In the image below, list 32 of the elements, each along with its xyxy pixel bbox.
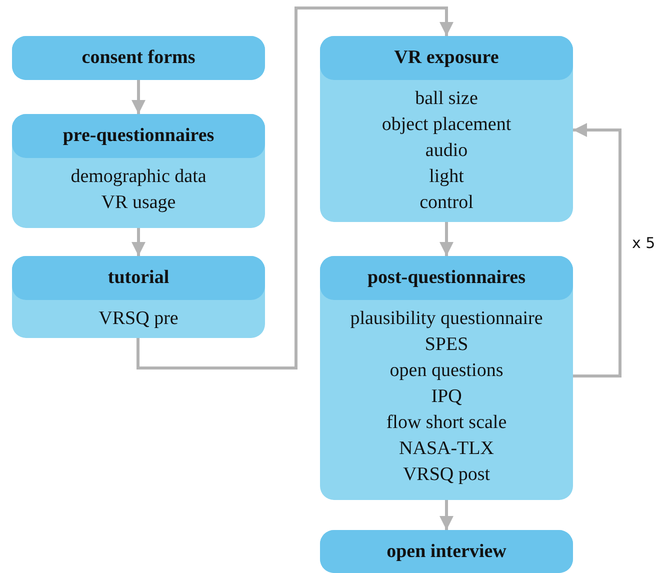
arrow [440,500,454,530]
process-card [12,256,265,338]
list-item: VRSQ pre [98,307,180,331]
card-heading: pre-questionnaires [12,114,265,158]
arrow [440,222,454,256]
list-item: flow short scale [385,411,508,435]
list-item: NASA-TLX [398,437,495,461]
list-item: IPQ [430,385,463,409]
process-card [320,256,573,500]
list-item: control [418,191,474,215]
arrow [573,123,622,378]
list-item: light [428,165,465,189]
list-item: open questions [388,359,504,383]
list-item: SPES [424,333,470,357]
process-card [12,114,265,228]
arrow [132,80,146,114]
list-item: ball size [414,87,479,111]
list-item: VRSQ post [402,463,492,487]
list-item: audio [424,139,469,163]
card-heading: open interview [320,530,573,573]
list-item: VR usage [100,191,177,215]
card-heading: consent forms [12,36,265,80]
card-heading: post-questionnaires [320,256,573,300]
list-item: object placement [380,113,512,137]
list-item: demographic data [70,165,208,189]
card-heading: VR exposure [320,36,573,80]
process-card [320,36,573,222]
card-heading: tutorial [12,256,265,300]
edge-label: x 5 [632,234,656,252]
arrow [136,6,454,370]
list-item: plausibility questionnaire [349,307,544,331]
arrow [132,228,146,256]
